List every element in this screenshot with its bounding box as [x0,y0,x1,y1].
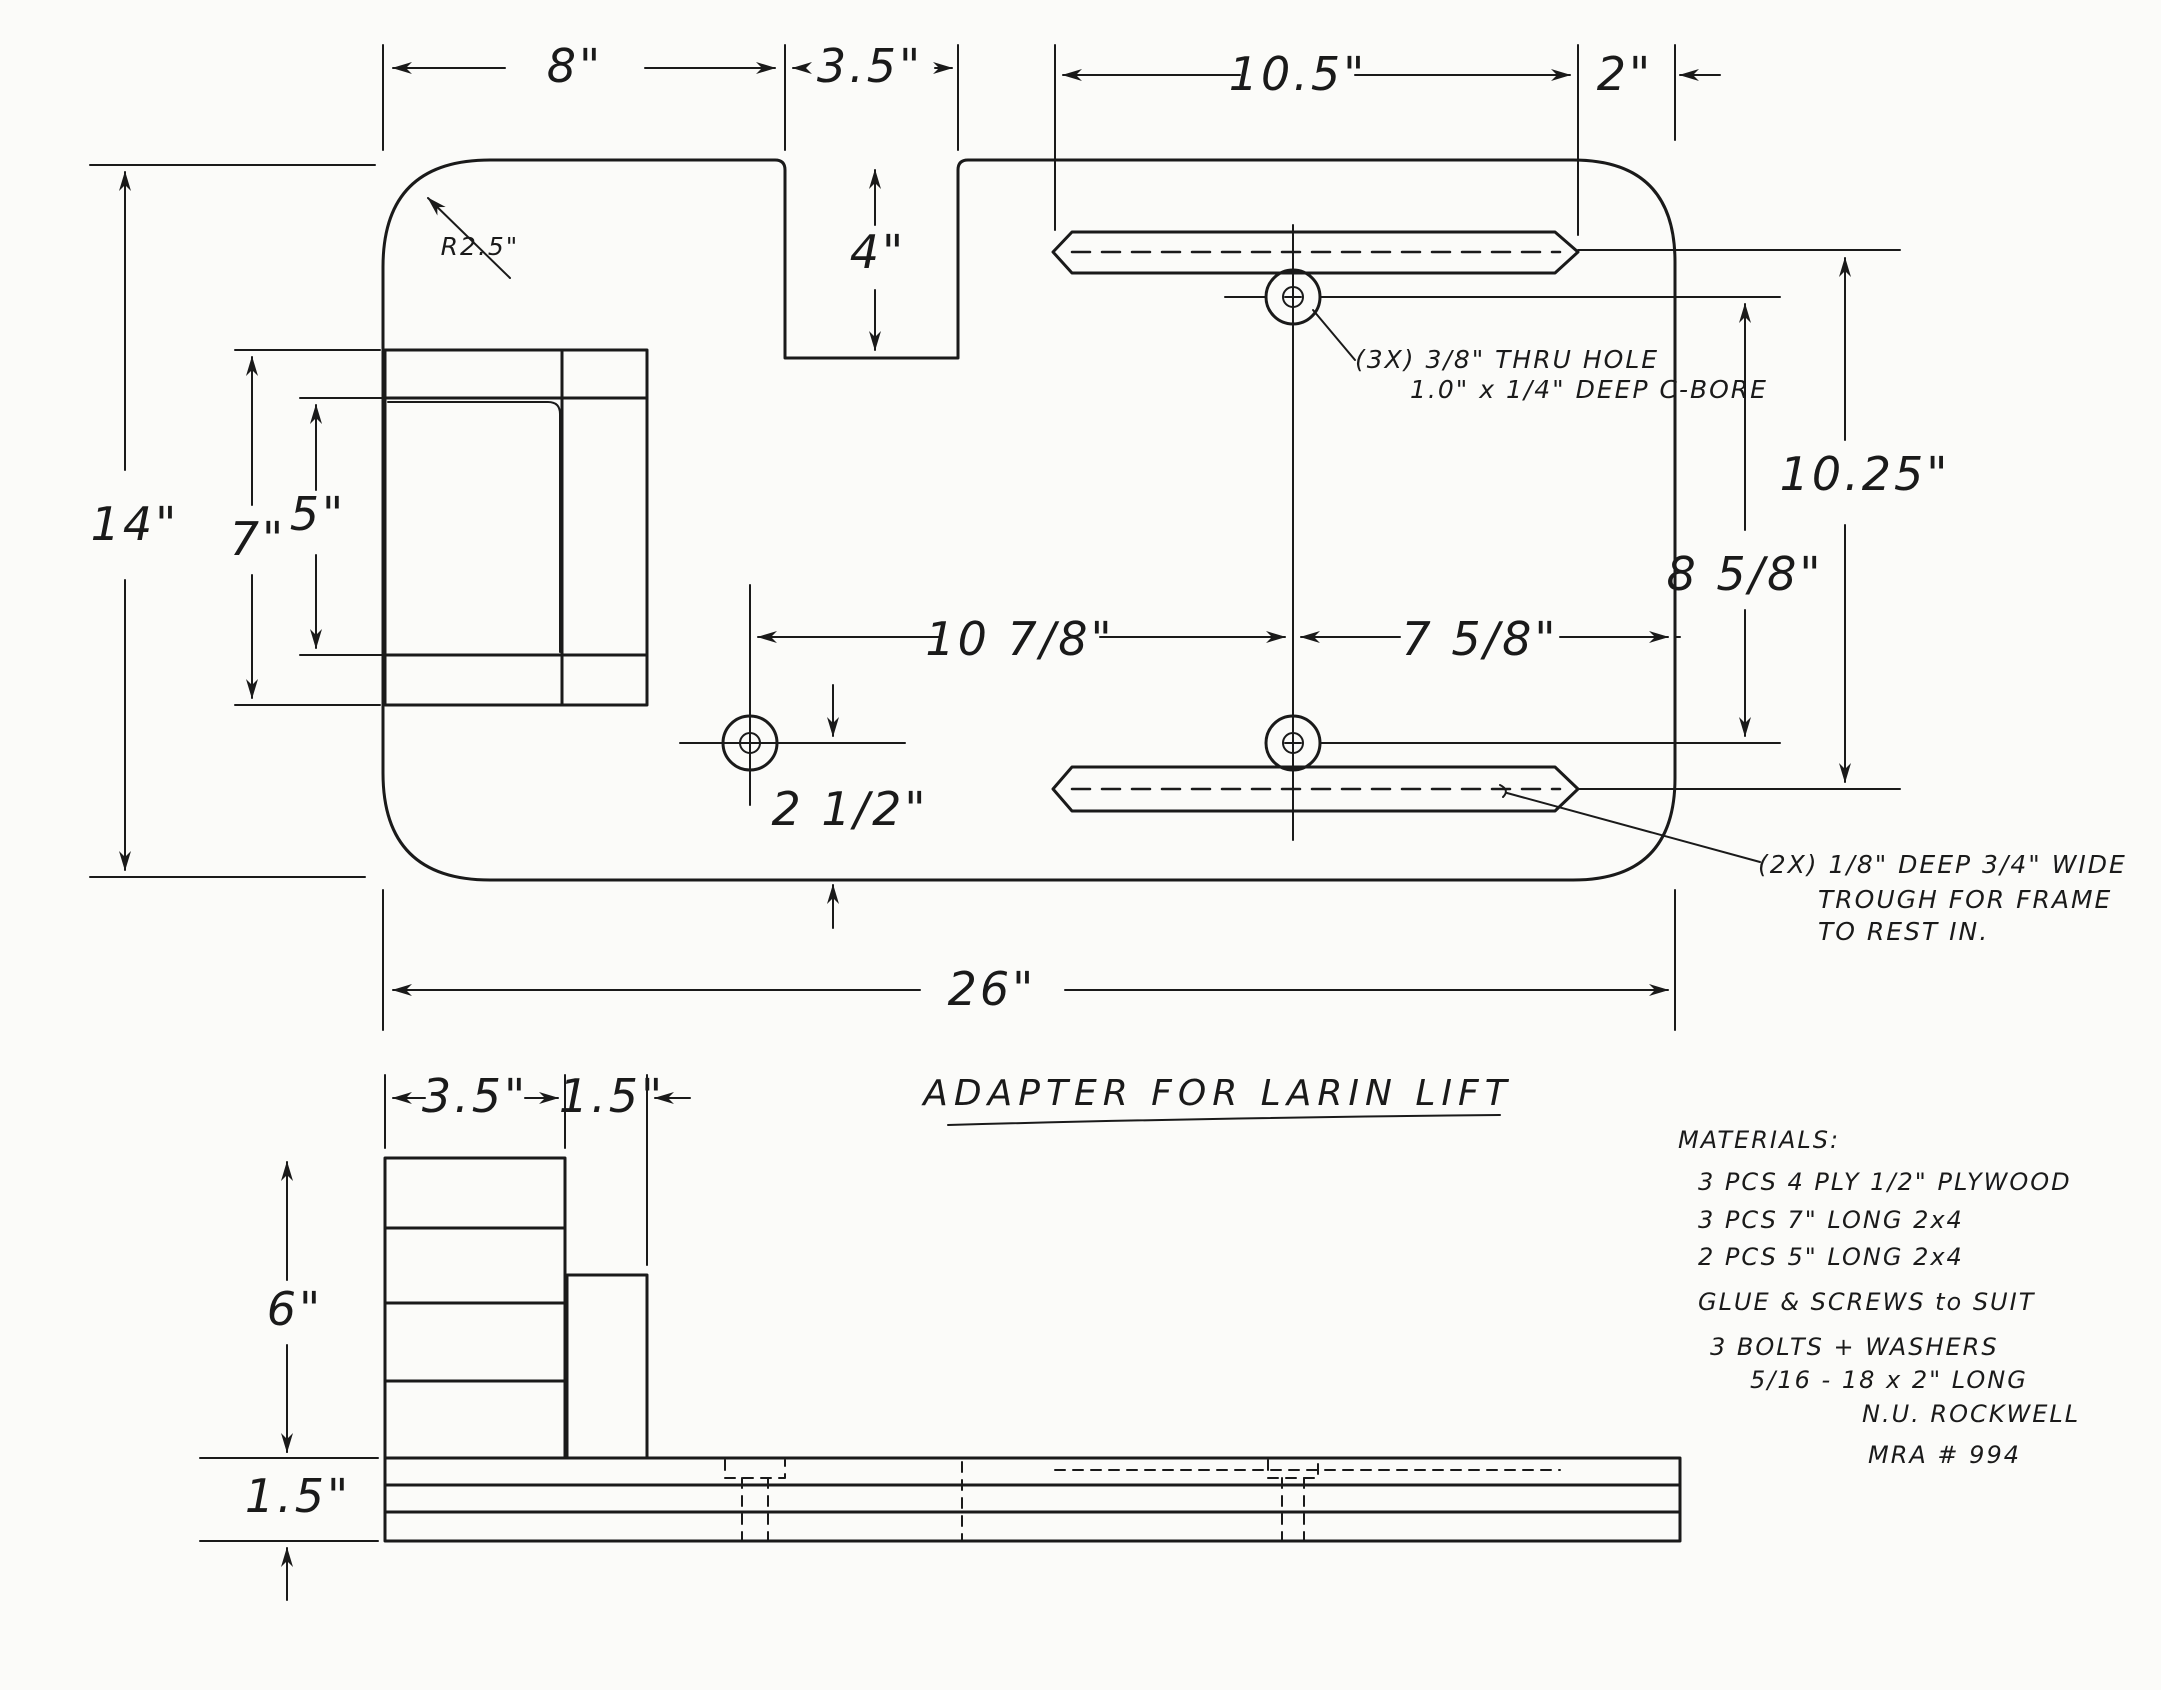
trough-bottom [1051,765,1580,813]
material-item-4: GLUE & SCREWS to SUIT [1698,1288,2036,1316]
dim-8-5-8: 8 5/8" [1666,547,1823,601]
block-plan [383,348,649,707]
dim-7: 7" [230,512,286,566]
plate-outline [381,158,1677,882]
dim-2-1-2: 2 1/2" [771,782,928,836]
dim-2: 2" [1597,47,1653,101]
material-item-6: 5/16 - 18 x 2" LONG [1750,1366,2028,1394]
material-item-2: 3 PCS 7" LONG 2x4 [1698,1206,1964,1234]
dim-5: 5" [290,487,346,541]
material-item-5: 3 BOLTS + WASHERS [1710,1333,1999,1361]
dim-8: 8" [547,39,603,93]
dim-10-25: 10.25" [1780,447,1951,501]
side-dimension-texts: 3.5" 1.5" 6" 1.5" [245,1069,665,1523]
hole-note-line2: 1.0" x 1/4" DEEP C-BORE [1410,375,1768,404]
dim-3-5: 3.5" [817,39,923,93]
material-item-3: 2 PCS 5" LONG 2x4 [1698,1243,1964,1271]
dim-26: 26" [948,962,1037,1016]
dim-10-5: 10.5" [1229,47,1368,101]
dim-10-7-8: 10 7/8" [925,612,1114,666]
plan-dimension-texts: 8" 3.5" 10.5" 2" 4" R2.5" 14" 7" 5" 10.2… [91,39,1951,1016]
plan-view [89,44,1901,1031]
dim-radius: R2.5" [441,232,520,261]
plan-dimension-lines [119,62,1851,996]
trough-note-line2: TROUGH FOR FRAME [1818,885,2112,914]
dim-side-1-5-base: 1.5" [245,1469,351,1523]
dim-side-6: 6" [267,1282,323,1336]
material-item-1: 3 PCS 4 PLY 1/2" PLYWOOD [1698,1168,2072,1196]
trough-top [1051,230,1580,275]
trough-note-line1: (2X) 1/8" DEEP 3/4" WIDE [1758,850,2127,879]
side-view [199,1074,1682,1601]
dim-side-1-5: 1.5" [559,1069,665,1123]
materials-heading: MATERIALS: [1678,1126,1840,1154]
notes: (3X) 3/8" THRU HOLE 1.0" x 1/4" DEEP C-B… [1355,345,2127,946]
drawing-title: ADAPTER FOR LARIN LIFT [921,1073,1512,1126]
title-text: ADAPTER FOR LARIN LIFT [921,1073,1512,1114]
member-number: MRA # 994 [1868,1441,2021,1469]
author: N.U. ROCKWELL [1862,1400,2080,1428]
dim-14: 14" [91,497,180,551]
dim-7-5-8: 7 5/8" [1401,612,1558,666]
materials-list: MATERIALS: 3 PCS 4 PLY 1/2" PLYWOOD 3 PC… [1678,1126,2080,1469]
dim-4: 4" [850,225,906,279]
dim-side-3-5: 3.5" [422,1069,528,1123]
hole-note-line1: (3X) 3/8" THRU HOLE [1355,345,1659,374]
trough-note-line3: TO REST IN. [1818,917,1989,946]
